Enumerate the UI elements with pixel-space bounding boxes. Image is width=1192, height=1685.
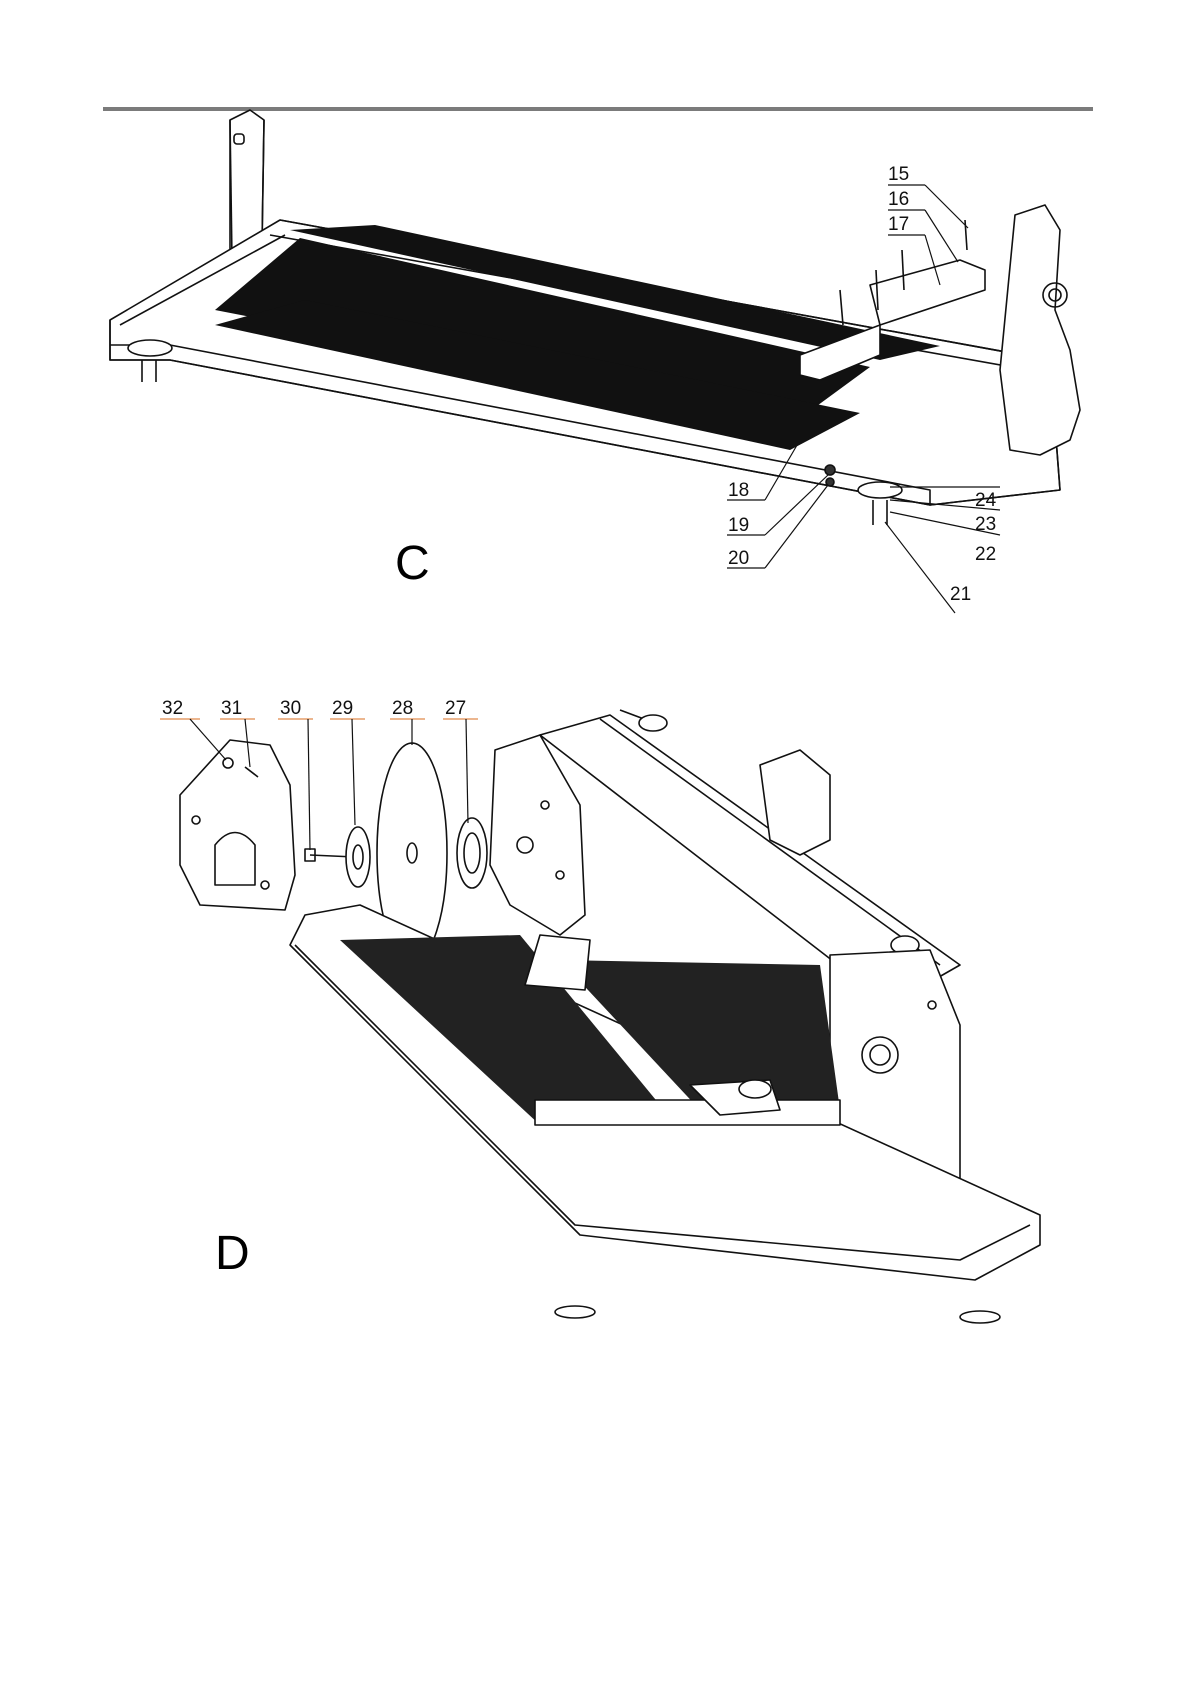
callout-20: 20: [728, 548, 749, 569]
callout-28: 28: [392, 698, 413, 719]
motor-handle: [760, 750, 830, 855]
callout-22: 22: [975, 544, 996, 565]
callout-30: 30: [280, 698, 301, 719]
callout-17: 17: [888, 214, 909, 235]
callout-18: 18: [728, 480, 749, 501]
motor-mount-plate: [490, 735, 585, 935]
tray-feet: [555, 1306, 1000, 1323]
callout-19: 19: [728, 515, 749, 536]
inner-flange: [457, 818, 487, 888]
callout-21: 21: [950, 584, 971, 605]
blade-guard-cover: [180, 740, 295, 910]
right-upright-housing: [1000, 205, 1080, 455]
outer-flange: [346, 827, 370, 887]
callout-31: 31: [221, 698, 242, 719]
callout-labels-figure-d: 32 31 30 29 28 27: [162, 698, 466, 719]
callout-32: 32: [162, 698, 183, 719]
figure-c-base-frame-diagram: 15 16 17 18 19 20 24 23 22 21: [0, 110, 1192, 630]
callout-16: 16: [888, 189, 909, 210]
figure-label-d: D: [215, 1230, 250, 1278]
callout-24: 24: [975, 490, 997, 511]
callout-15: 15: [888, 164, 909, 185]
figure-d-blade-assembly-diagram: 32 31 30 29 28 27: [0, 705, 1192, 1350]
callout-29: 29: [332, 698, 353, 719]
figure-label-c: C: [395, 540, 430, 588]
callout-27: 27: [445, 698, 466, 719]
splitter-plate: [525, 935, 590, 990]
callout-23: 23: [975, 514, 996, 535]
